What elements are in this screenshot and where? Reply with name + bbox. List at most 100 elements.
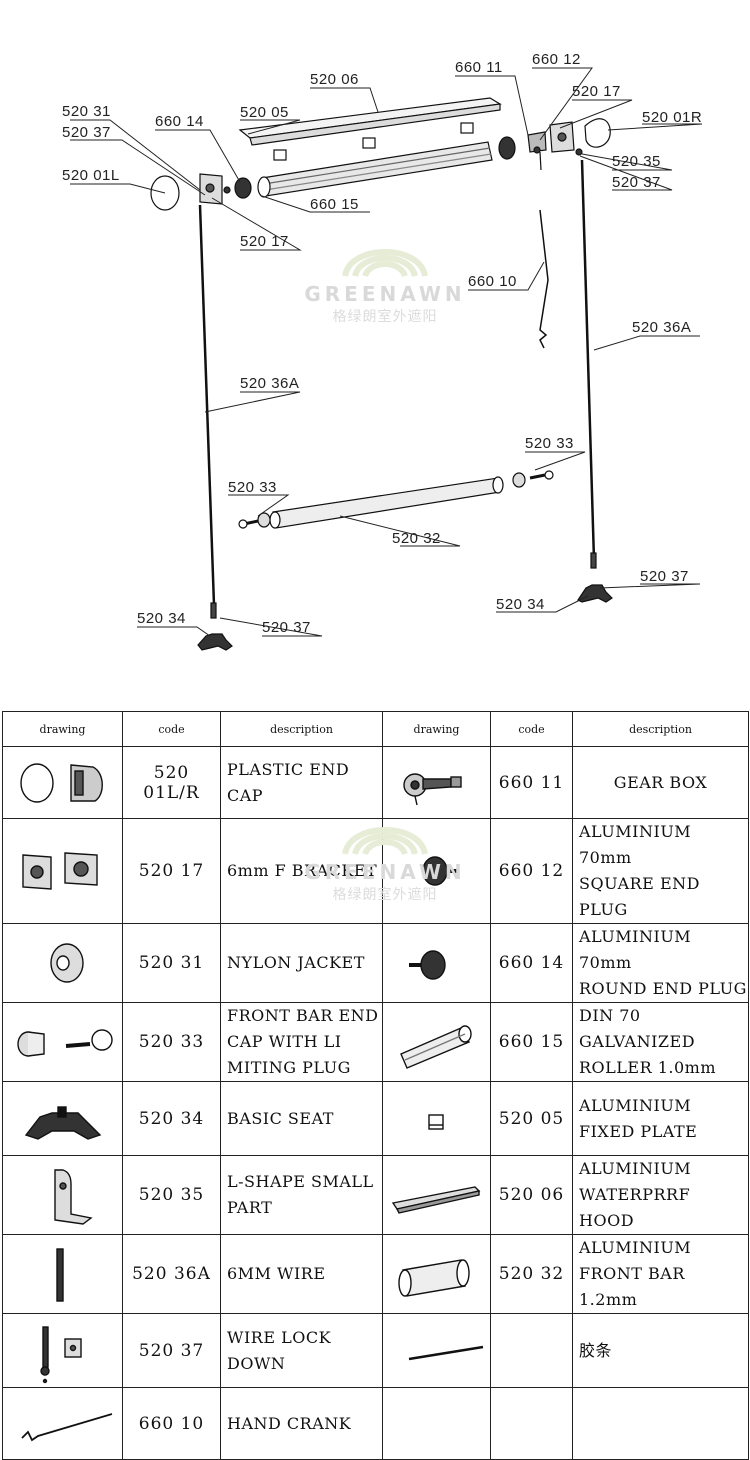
callout-label: 520 01L — [62, 167, 120, 184]
basic-seat-icon — [24, 1105, 101, 1140]
callout-label: 520 32 — [392, 530, 441, 547]
front-bar-part — [269, 476, 504, 529]
table-row: 520 35 L-SHAPE SMALL PART 520 06 ALUMINI… — [2, 1155, 749, 1235]
part-description: 胶条 — [572, 1313, 749, 1388]
callout-label: 520 37 — [62, 124, 111, 141]
part-code: 520 34 — [122, 1081, 221, 1156]
part-code: 660 12 — [490, 818, 573, 924]
drawing-cell — [2, 1155, 123, 1235]
callout-label: 660 12 — [532, 51, 581, 68]
gear-box-icon — [402, 772, 462, 805]
callout-label: 520 06 — [310, 71, 359, 88]
drawing-cell — [382, 818, 491, 924]
drawing-cell — [2, 1313, 123, 1388]
part-code: 660 11 — [490, 746, 573, 819]
hand-crank-icon — [20, 1412, 112, 1441]
drawing-cell — [2, 1387, 123, 1460]
part-description: HAND CRANK — [220, 1387, 383, 1460]
callout-label: 520 34 — [137, 610, 186, 627]
part-description — [572, 1387, 749, 1460]
drawing-cell — [382, 923, 491, 1003]
table-header-row: drawing code description drawing code de… — [2, 711, 749, 747]
part-code: 520 37 — [122, 1313, 221, 1388]
part-code: 520 05 — [490, 1081, 573, 1156]
part-description: GEAR BOX — [572, 746, 749, 819]
column-header: description — [572, 711, 749, 747]
part-description: 6MM WIRE — [220, 1234, 383, 1314]
front-bar-icon — [397, 1259, 470, 1297]
table-row: 520 01L/R PLASTIC END CAP 660 11 GEAR BO… — [2, 746, 749, 819]
part-code: 520 31 — [122, 923, 221, 1003]
table-row: 520 36A 6MM WIRE 520 32 ALUMINIUM FRONT … — [2, 1234, 749, 1314]
hood-icon — [391, 1186, 480, 1214]
front-bar-end-caps — [238, 470, 554, 529]
table-row: 520 17 6mm F BRACKET 660 12 ALUMINIUM 70… — [2, 818, 749, 924]
callout-label: 520 36A — [240, 375, 299, 392]
l-shape-part-icon — [53, 1169, 93, 1225]
drawing-cell — [2, 923, 123, 1003]
roller-icon — [399, 1025, 472, 1069]
part-code: 520 36A — [122, 1234, 221, 1314]
drawing-cell — [382, 746, 491, 819]
part-description: BASIC SEAT — [220, 1081, 383, 1156]
left-seat-part — [197, 602, 233, 651]
callout-label: 520 31 — [62, 103, 111, 120]
nylon-jacket-icon — [49, 943, 84, 983]
part-code — [490, 1387, 573, 1460]
callout-label: 520 33 — [228, 479, 277, 496]
part-code: 660 14 — [490, 923, 573, 1003]
hood-part — [238, 97, 502, 161]
part-code: 660 15 — [490, 1002, 573, 1082]
column-header: code — [490, 711, 573, 747]
hand-crank-part — [539, 209, 549, 349]
part-description: PLASTIC END CAP — [220, 746, 383, 819]
drawing-cell — [2, 1002, 123, 1082]
callout-label: 520 37 — [262, 619, 311, 636]
end-cap-icon — [19, 762, 103, 803]
part-code: 520 33 — [122, 1002, 221, 1082]
rubber-strip-icon — [408, 1345, 483, 1360]
part-description: ALUMINIUM 70mm ROUND END PLUG — [572, 923, 749, 1003]
part-code: 520 32 — [490, 1234, 573, 1314]
drawing-cell — [382, 1387, 491, 1460]
drawing-cell — [382, 1155, 491, 1235]
column-header: drawing — [382, 711, 491, 747]
exploded-assembly-diagram: 520 06 660 11 660 12 520 17 520 01R 520 … — [62, 51, 703, 651]
wire-icon — [55, 1248, 64, 1302]
bracket-icon — [21, 852, 98, 890]
part-description: FRONT BAR END CAP WITH LI MITING PLUG — [220, 1002, 383, 1082]
part-code: 520 35 — [122, 1155, 221, 1235]
square-end-plug-icon — [421, 856, 459, 886]
callout-label: 520 33 — [525, 435, 574, 452]
part-description: WIRE LOCK DOWN — [220, 1313, 383, 1388]
callout-label: 660 11 — [455, 59, 503, 76]
front-bar-end-cap-icon — [16, 1029, 113, 1057]
right-seat-part — [577, 552, 613, 603]
callout-label: 520 36A — [632, 319, 691, 336]
part-code: 660 10 — [122, 1387, 221, 1460]
left-wire — [198, 204, 216, 606]
drawing-cell — [382, 1002, 491, 1082]
table-row: 520 34 BASIC SEAT 520 05 ALUMINIUM FIXED… — [2, 1081, 749, 1156]
drawing-cell — [2, 1081, 123, 1156]
column-header: code — [122, 711, 221, 747]
fixed-plate-icon — [427, 1113, 444, 1130]
callout-label: 520 17 — [572, 83, 621, 100]
callout-label: 520 01R — [642, 109, 702, 126]
drawing-cell — [2, 746, 123, 819]
callout-label: 520 35 — [612, 153, 661, 170]
part-description: 6mm F BRACKET — [220, 818, 383, 924]
part-description: NYLON JACKET — [220, 923, 383, 1003]
part-description: L-SHAPE SMALL PART — [220, 1155, 383, 1235]
callout-label: 520 17 — [240, 233, 289, 250]
callout-label: 520 37 — [640, 568, 689, 585]
right-end-assembly — [498, 118, 611, 171]
roller-tube-part — [257, 141, 493, 198]
drawing-cell — [2, 1234, 123, 1314]
right-wire — [580, 159, 596, 561]
part-description: DIN 70 GALVANIZED ROLLER 1.0mm — [572, 1002, 749, 1082]
column-header: drawing — [2, 711, 123, 747]
column-header: description — [220, 711, 383, 747]
parts-table: drawing code description drawing code de… — [2, 711, 749, 1460]
table-row: 520 33 FRONT BAR END CAP WITH LI MITING … — [2, 1002, 749, 1082]
